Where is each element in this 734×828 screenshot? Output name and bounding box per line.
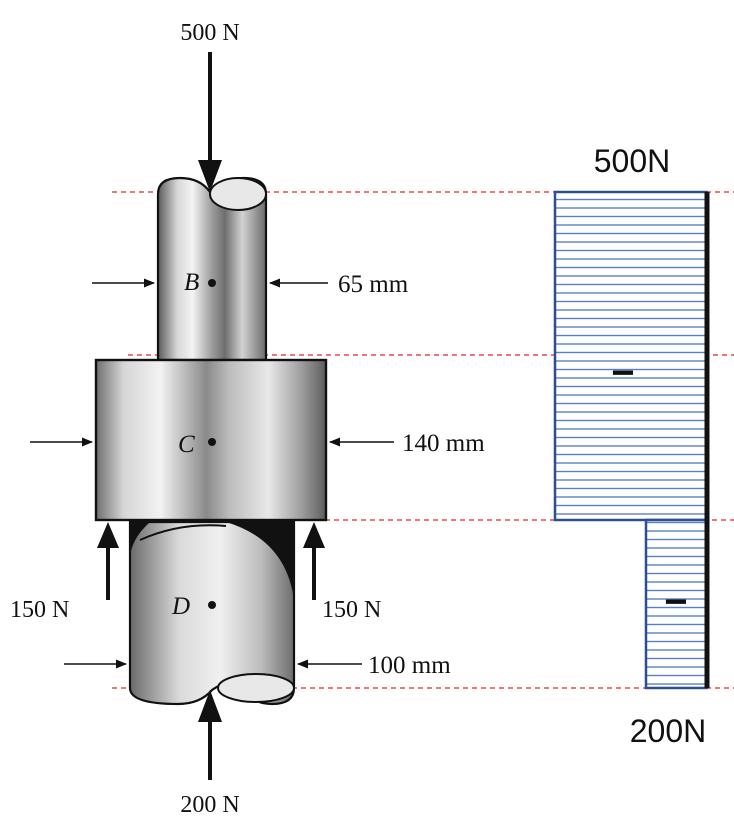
section-b-dot [208,279,216,287]
left-ring-load-arrow [97,522,119,600]
right-ring-load-label: 150 N [322,597,381,623]
section-b-cylinder [156,176,268,362]
normal-force-diagram: − − [553,190,710,690]
force-bottom-label: 200N [630,713,707,749]
left-ring-load-label: 150 N [10,597,69,623]
section-d-dot [208,601,216,609]
bottom-load-label: 200 N [180,792,239,818]
top-load-label: 500 N [180,20,239,46]
section-c-label: C [178,431,195,458]
right-ring-load-arrow [303,522,325,600]
section-b-label: B [184,269,199,296]
force-lower-sign: − [664,580,687,624]
c-dimension-label: 140 mm [402,430,485,457]
force-top-label: 500N [594,143,671,179]
section-c-dot [208,438,216,446]
top-load-arrow [198,52,222,192]
bottom-load-arrow [198,690,222,780]
b-dimension-label: 65 mm [338,271,409,298]
force-upper-sign: − [611,351,634,395]
section-d-label: D [171,593,190,620]
section-d-cylinder [128,520,296,706]
d-dimension-label: 100 mm [368,652,451,679]
